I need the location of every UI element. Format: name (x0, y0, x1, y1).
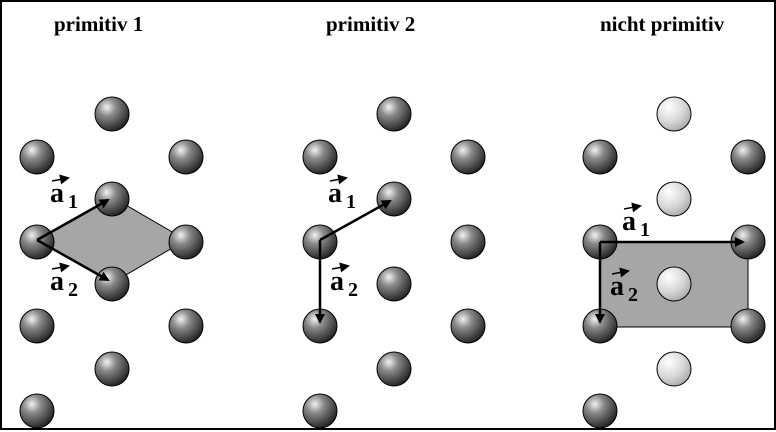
panel-non-primitive: a 1 a 2 (582, 96, 766, 429)
label-a1: a 1 (622, 202, 650, 241)
vector-a2-arrow (36, 238, 110, 282)
svg-text:1: 1 (68, 191, 78, 213)
atom-group (19, 96, 204, 429)
panel-title-primitive-2: primitiv 2 (326, 12, 416, 36)
label-a2: a 2 (610, 267, 638, 306)
svg-text:a: a (328, 178, 342, 209)
svg-text:1: 1 (640, 219, 650, 241)
panel-title-non-primitive: nicht primitiv (600, 12, 725, 36)
panel-title-primitive-1: primitiv 1 (54, 12, 144, 36)
label-a1: a 1 (328, 174, 356, 213)
svg-text:a: a (610, 271, 624, 302)
svg-text:a: a (50, 178, 64, 209)
svg-text:a: a (330, 266, 344, 297)
vector-a1-arrow (36, 198, 110, 242)
label-a2: a 2 (50, 262, 78, 301)
label-a1: a 1 (50, 174, 78, 213)
atom-group (302, 96, 486, 429)
svg-text:2: 2 (348, 279, 358, 301)
svg-text:1: 1 (346, 191, 356, 213)
svg-text:2: 2 (628, 284, 638, 306)
svg-text:a: a (50, 266, 64, 297)
svg-text:2: 2 (68, 279, 78, 301)
svg-text:a: a (622, 206, 636, 237)
label-a2: a 2 (330, 262, 358, 301)
panel-primitive-2: a 1 a 2 (302, 96, 486, 429)
panel-primitive-1: a 1 a 2 (19, 96, 204, 429)
vector-a1-arrow (319, 199, 392, 242)
